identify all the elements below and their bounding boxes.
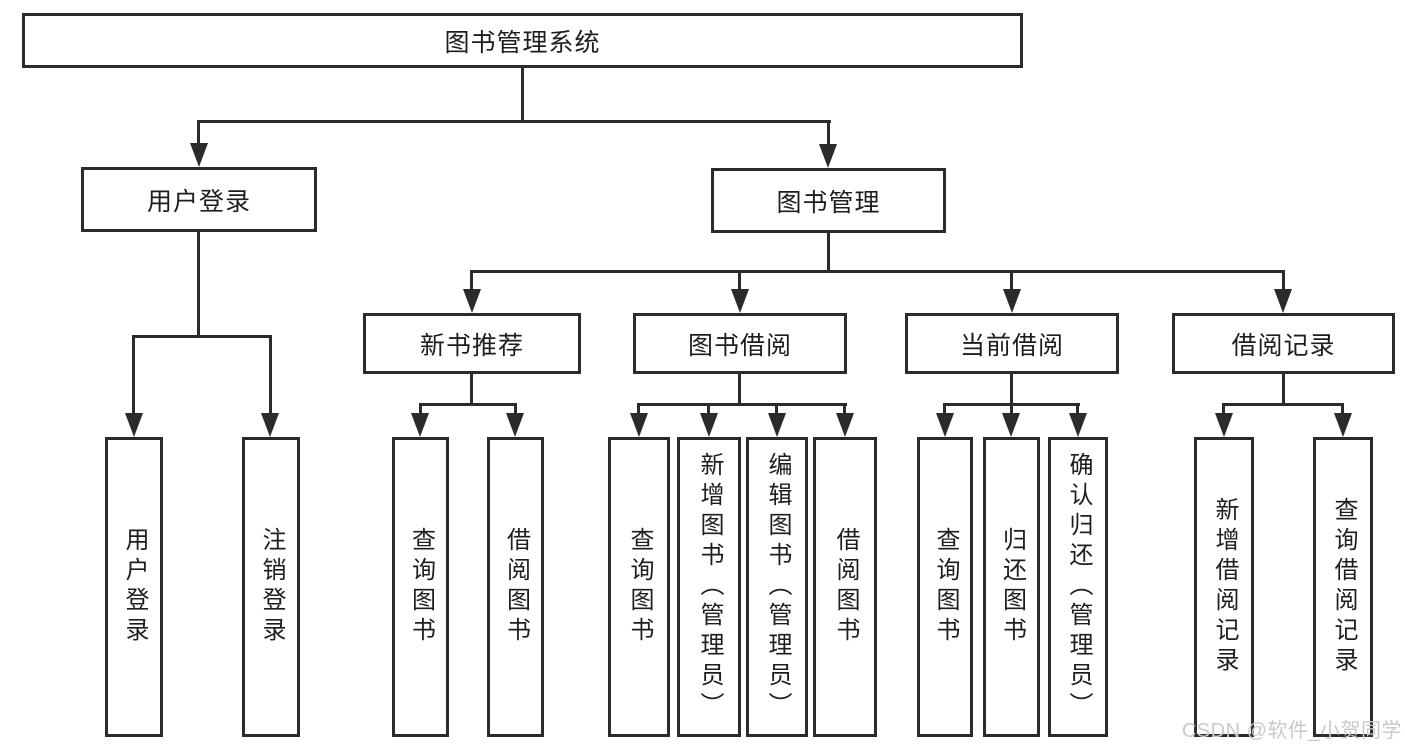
connector-book-management-horizontal xyxy=(470,270,1285,273)
leaf-add-book-admin-label: 新增图书（管理员） xyxy=(696,452,723,722)
arrow-to-query-books-1-icon xyxy=(411,413,429,437)
leaf-query-borrow-record: 查询借阅记录 xyxy=(1313,437,1373,737)
connector-book-borrow-horizontal xyxy=(637,403,847,406)
arrow-to-user-login-icon xyxy=(190,143,208,167)
connector-user-login-horizontal xyxy=(132,335,272,338)
leaf-confirm-return-admin-label: 确认归还（管理员） xyxy=(1065,452,1092,722)
arrow-to-add-record-icon xyxy=(1215,413,1233,437)
arrow-to-borrow-books-1-icon xyxy=(506,413,524,437)
leaf-user-login: 用户登录 xyxy=(105,437,163,737)
connector-root-stem xyxy=(521,68,524,122)
connector-new-book-horizontal xyxy=(419,403,517,406)
connector-book-management-stem xyxy=(827,233,830,273)
node-book-borrow: 图书借阅 xyxy=(633,313,847,374)
leaf-add-borrow-record: 新增借阅记录 xyxy=(1194,437,1254,737)
arrow-to-confirm-return-icon xyxy=(1069,413,1087,437)
leaf-query-books-2-label: 查询图书 xyxy=(626,527,653,647)
arrow-to-current-borrow-icon xyxy=(1003,289,1021,313)
arrow-to-book-management-icon xyxy=(819,144,837,168)
connector-stub-new-book xyxy=(470,270,473,291)
arrow-to-borrow-records-icon xyxy=(1274,289,1292,313)
leaf-return-book-label: 归还图书 xyxy=(998,527,1026,647)
arrow-to-query-books-3-icon xyxy=(936,413,954,437)
connector-book-borrow-stem xyxy=(738,374,741,405)
leaf-logout: 注销登录 xyxy=(242,437,300,737)
connector-stub-add-book xyxy=(707,403,710,415)
connector-stub-user-login xyxy=(197,120,200,145)
node-library-system: 图书管理系统 xyxy=(22,13,1023,68)
leaf-edit-book-admin-label: 编辑图书（管理员） xyxy=(764,452,791,722)
leaf-borrow-books-1: 借阅图书 xyxy=(487,437,544,737)
leaf-query-books-3-label: 查询图书 xyxy=(932,527,959,647)
connector-stub-borrow-records xyxy=(1282,270,1285,291)
node-user-login: 用户登录 xyxy=(81,167,317,232)
connector-stub-current-borrow xyxy=(1010,270,1013,291)
leaf-add-book-admin: 新增图书（管理员） xyxy=(677,437,741,737)
node-book-management: 图书管理 xyxy=(711,168,946,233)
connector-current-borrow-stem xyxy=(1010,374,1013,405)
leaf-borrow-books-1-label: 借阅图书 xyxy=(502,527,530,647)
connector-user-login-stem xyxy=(197,232,200,337)
arrow-to-edit-book-icon xyxy=(768,413,786,437)
leaf-add-borrow-record-label: 新增借阅记录 xyxy=(1211,497,1238,677)
arrow-to-query-books-2-icon xyxy=(630,413,648,437)
connector-stub-borrow-books-1 xyxy=(514,403,517,415)
leaf-return-book: 归还图书 xyxy=(983,437,1040,737)
connector-stub-add-record xyxy=(1222,403,1225,415)
leaf-confirm-return-admin: 确认归还（管理员） xyxy=(1048,437,1108,737)
connector-root-horizontal xyxy=(197,120,831,123)
connector-stub-query-books-1 xyxy=(419,403,422,415)
arrow-to-leaf-logout-icon xyxy=(261,413,279,437)
connector-stub-borrow-books-2 xyxy=(843,403,846,415)
arrow-to-book-borrow-icon xyxy=(731,289,749,313)
node-current-borrow: 当前借阅 xyxy=(905,313,1119,374)
arrow-to-new-book-icon xyxy=(463,289,481,313)
arrow-to-return-book-icon xyxy=(1002,413,1020,437)
connector-stub-return-book xyxy=(1010,403,1013,415)
node-new-book-recommend: 新书推荐 xyxy=(363,313,581,374)
leaf-query-books-2: 查询图书 xyxy=(608,437,670,737)
leaf-user-login-label: 用户登录 xyxy=(121,527,148,647)
connector-stub-query-books-2 xyxy=(637,403,640,415)
connector-stub-book-borrow xyxy=(738,270,741,291)
node-borrow-records: 借阅记录 xyxy=(1172,313,1395,374)
arrow-to-add-book-icon xyxy=(700,413,718,437)
connector-stub-edit-book xyxy=(775,403,778,415)
leaf-query-books-1: 查询图书 xyxy=(392,437,449,737)
leaf-borrow-books-2: 借阅图书 xyxy=(813,437,877,737)
arrow-to-query-record-icon xyxy=(1334,413,1352,437)
connector-stub-book-management xyxy=(827,120,830,146)
leaf-edit-book-admin: 编辑图书（管理员） xyxy=(746,437,808,737)
leaf-query-books-1-label: 查询图书 xyxy=(407,527,435,647)
connector-stub-query-books-3 xyxy=(943,403,946,415)
connector-stub-leaf-login xyxy=(132,335,135,415)
arrow-to-borrow-books-2-icon xyxy=(836,413,854,437)
connector-stub-leaf-logout xyxy=(269,335,272,415)
watermark-text: CSDN @软件_小贺同学 xyxy=(1181,720,1402,742)
connector-stub-confirm-return xyxy=(1076,403,1079,415)
arrow-to-leaf-login-icon xyxy=(125,413,143,437)
leaf-logout-label: 注销登录 xyxy=(258,527,285,647)
connector-borrow-records-horizontal xyxy=(1222,403,1344,406)
connector-new-book-stem xyxy=(470,374,473,405)
leaf-borrow-books-2-label: 借阅图书 xyxy=(832,527,859,647)
leaf-query-books-3: 查询图书 xyxy=(917,437,973,737)
connector-borrow-records-stem xyxy=(1282,374,1285,405)
connector-stub-query-record xyxy=(1341,403,1344,415)
leaf-query-borrow-record-label: 查询借阅记录 xyxy=(1330,497,1357,677)
